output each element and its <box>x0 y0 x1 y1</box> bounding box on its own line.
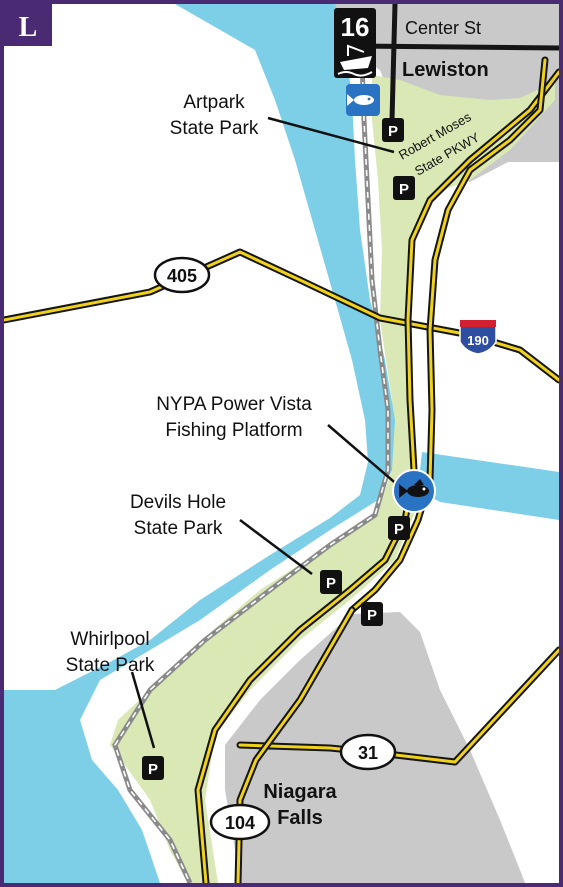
map-canvas: L 16 <box>4 4 559 883</box>
street-label-center-st: Center St <box>405 18 481 38</box>
parking-icon: P <box>393 176 415 200</box>
boat-launch-icon <box>337 44 373 77</box>
parking-icon: P <box>382 118 404 142</box>
map-letter: L <box>19 12 38 43</box>
parking-markers: P P P P P P <box>142 118 415 780</box>
park-land <box>110 75 555 883</box>
route-shields: 405 190 31 104 <box>153 256 497 841</box>
interstate-shield-icon: 190 <box>459 319 497 355</box>
callout-line-artpark <box>267 116 395 154</box>
water-bodies <box>4 4 559 883</box>
svg-text:P: P <box>148 761 158 778</box>
city-label-niagara: Niagara <box>263 781 337 803</box>
park-artpark <box>110 75 555 883</box>
place-label-whirlpool-line2: State Park <box>66 655 155 676</box>
svg-text:P: P <box>388 123 398 140</box>
road-interstate-190 <box>4 248 559 384</box>
callout-lines <box>130 116 401 749</box>
parking-icon: P <box>388 516 410 540</box>
reservoir-inlet <box>418 452 559 520</box>
route-shield-icon: 31 <box>339 733 397 771</box>
site-number: 16 <box>341 12 370 42</box>
map-letter-badge: L <box>4 4 52 46</box>
place-label-devils-hole-line2: State Park <box>134 518 223 539</box>
route-104-label: 104 <box>225 813 255 833</box>
interstate-190-label: 190 <box>467 333 489 348</box>
niagara-river <box>4 4 395 883</box>
site-marker: 16 <box>334 8 376 78</box>
callout-line-devils-hole <box>239 519 313 575</box>
route-31-label: 31 <box>358 743 378 763</box>
fishing-icon <box>346 84 380 116</box>
parking-icon: P <box>361 602 383 626</box>
place-label-artpark-line2: State Park <box>170 118 259 139</box>
place-label-whirlpool-line1: Whirlpool <box>70 629 149 650</box>
map-labels: Center St Lewiston Robert Moses State PK… <box>66 18 489 829</box>
gorge-trail <box>112 59 391 883</box>
gorge-trail-dash <box>114 59 389 883</box>
road-center-st <box>347 4 559 123</box>
place-label-nypa-line2: Fishing Platform <box>165 420 302 441</box>
parking-icon: P <box>142 756 164 780</box>
city-label-lewiston: Lewiston <box>402 59 489 81</box>
road-parkway-east <box>348 56 549 614</box>
parking-icon: P <box>320 570 342 594</box>
place-label-nypa-line1: NYPA Power Vista <box>156 394 312 415</box>
route-shield-icon: 104 <box>209 803 271 841</box>
svg-text:P: P <box>399 181 409 198</box>
callout-line-nypa <box>327 424 401 488</box>
city-label-falls: Falls <box>277 807 323 829</box>
route-shield-icon: 405 <box>153 256 211 294</box>
place-label-artpark-line1: Artpark <box>183 92 245 113</box>
place-label-devils-hole-line1: Devils Hole <box>130 492 226 513</box>
svg-text:P: P <box>326 575 336 592</box>
fishing-platform-icon <box>392 469 436 513</box>
route-405-label: 405 <box>167 266 197 286</box>
callout-line-whirlpool <box>130 671 156 749</box>
svg-text:P: P <box>367 607 377 624</box>
svg-text:P: P <box>394 521 404 538</box>
